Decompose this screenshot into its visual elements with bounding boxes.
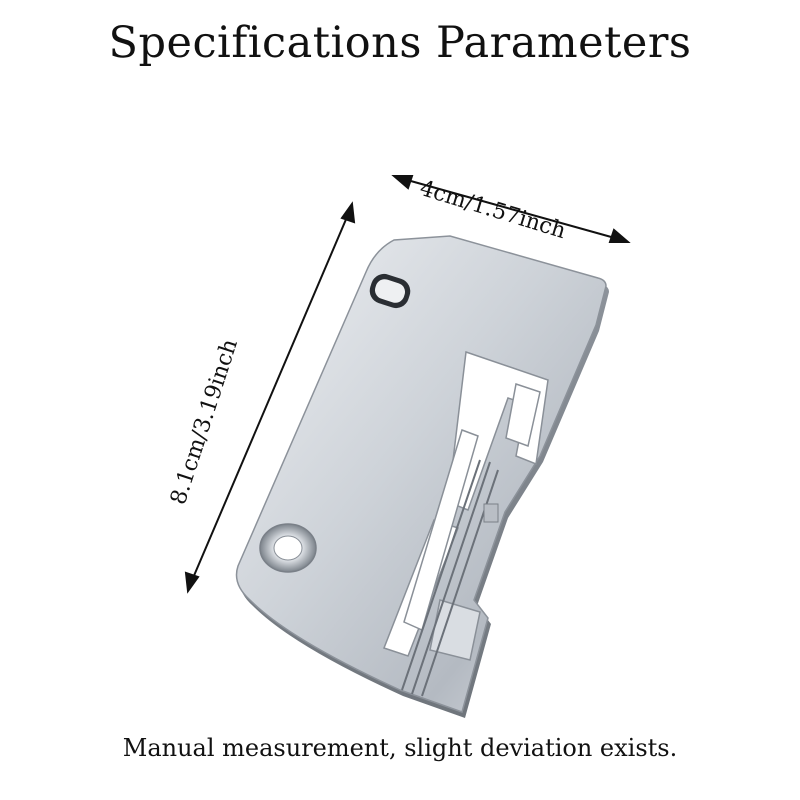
height-dimension-arrow: [184, 201, 356, 594]
mounting-hole-bottom: [259, 523, 317, 573]
width-dimension-arrow: [391, 175, 631, 243]
needle-plate: [235, 235, 609, 718]
page-title: Specifications Parameters: [108, 18, 692, 68]
measurement-note: Manual measurement, slight deviation exi…: [122, 734, 678, 762]
mounting-hole-top: [369, 273, 411, 309]
feed-slots: [383, 350, 549, 661]
